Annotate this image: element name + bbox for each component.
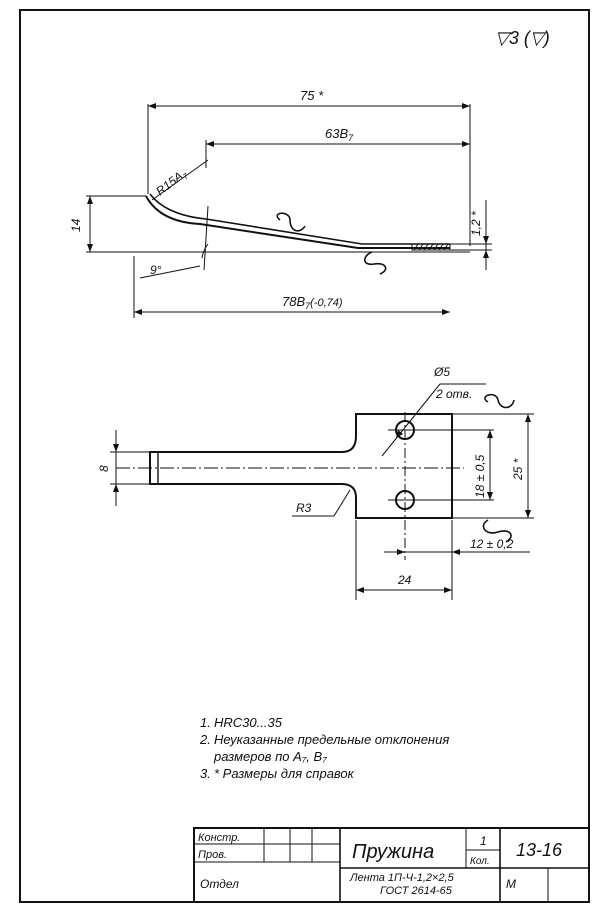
break-mark-icon bbox=[363, 251, 387, 275]
quantity-label: Кол. bbox=[470, 856, 490, 867]
note-line: 3.* Размеры для справок bbox=[200, 766, 354, 781]
material-line-2: ГОСТ 2614-65 bbox=[380, 885, 453, 897]
surface-finish-mark: ▽3 (▽) bbox=[495, 28, 550, 48]
title-block: Констр. Пров. Отдел Пружина 1 Кол. 13-16… bbox=[193, 827, 590, 903]
note-line: размеров по А₇, В₇ bbox=[214, 749, 327, 764]
angle-dim: 9° bbox=[150, 263, 162, 277]
note-line: 1.HRC30...35 bbox=[200, 715, 282, 730]
part-name: Пружина bbox=[352, 841, 434, 863]
radius-label: R15A7 bbox=[153, 166, 190, 200]
hole-count: 2 отв. bbox=[435, 387, 472, 401]
hole-diameter: Ø5 bbox=[433, 365, 450, 379]
label-dept: Отдел bbox=[200, 877, 239, 891]
break-mark-icon bbox=[276, 212, 306, 232]
scale-label: М bbox=[506, 877, 516, 891]
height-dim: 14 bbox=[69, 218, 83, 232]
quantity: 1 bbox=[480, 834, 487, 848]
label-design: Констр. bbox=[198, 832, 240, 844]
hole-spacing-dim: 18 ± 0,5 bbox=[473, 454, 487, 498]
dim-inner: 63В7 bbox=[325, 126, 354, 143]
side-view: 75 * 63В7 R15A7 14 1,2 * 9° 78В7(-0,74) bbox=[69, 88, 492, 318]
spring-profile bbox=[145, 195, 450, 249]
break-mark-icon bbox=[482, 519, 512, 543]
width-narrow-dim: 8 bbox=[97, 465, 111, 472]
drawing-number: 13-16 bbox=[516, 840, 563, 860]
material-line-1: Лента 1П-Ч-1,2×2,5 bbox=[349, 872, 455, 884]
dim-overall-top: 75 * bbox=[300, 88, 324, 103]
dim-overall-bottom: 78В7(-0,74) bbox=[282, 294, 343, 311]
width-wide-dim: 25 * bbox=[511, 458, 525, 481]
break-mark-icon bbox=[484, 393, 515, 409]
hole-offset-dim: 12 ± 0,2 bbox=[470, 537, 514, 551]
pad-length-dim: 24 bbox=[397, 573, 412, 587]
label-check: Пров. bbox=[198, 849, 227, 861]
plan-view: Ø5 2 отв. 8 18 ± 0,5 25 * R3 12 ± 0,2 24 bbox=[97, 365, 534, 600]
technical-notes: 1.HRC30...35 2.Неуказанные предельные от… bbox=[200, 714, 560, 782]
note-line: 2.Неуказанные предельные отклонения bbox=[200, 732, 450, 747]
fillet-radius: R3 bbox=[296, 501, 312, 515]
thickness-dim: 1,2 * bbox=[469, 211, 483, 236]
